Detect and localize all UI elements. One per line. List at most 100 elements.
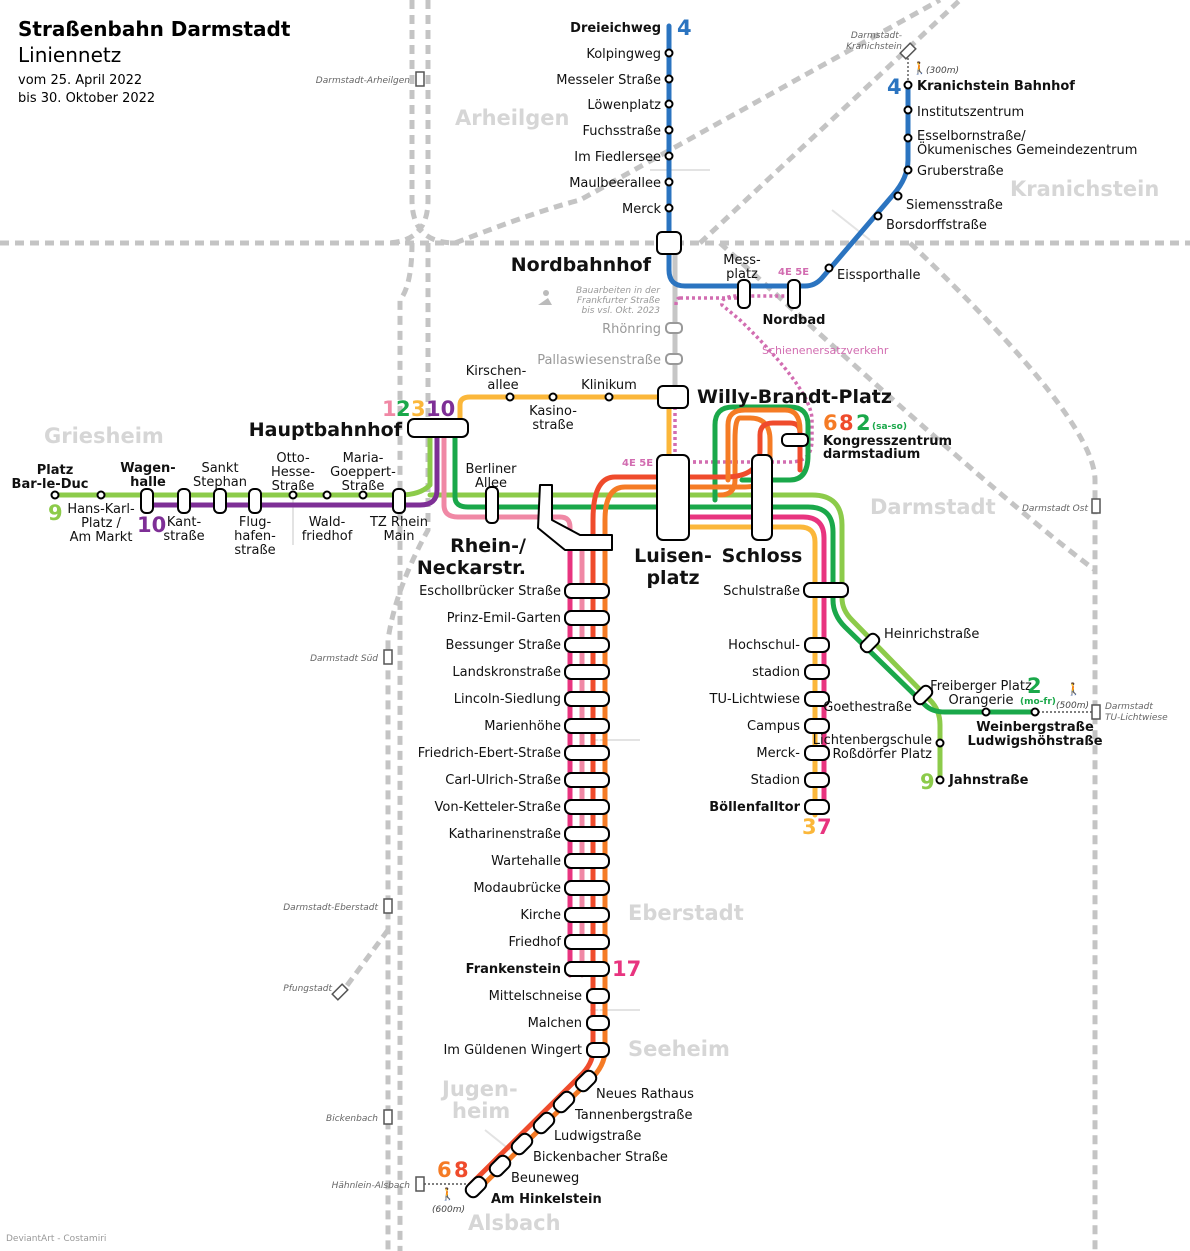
stop-label: Fuchsstraße xyxy=(582,124,661,139)
sa-so-note: (sa-so) xyxy=(872,422,907,432)
stop-label: Bickenbacher Straße xyxy=(533,1150,668,1165)
rail-ost xyxy=(908,241,1098,1251)
stop-label: Berliner xyxy=(465,462,517,477)
rail-stations: Darmstadt xyxy=(1105,702,1153,712)
stop-label: Neues Rathaus xyxy=(596,1087,694,1102)
stop-label: Am Markt xyxy=(70,530,133,545)
stop-label: Eissporthalle xyxy=(837,268,920,283)
stop-label: Wagen- xyxy=(120,461,175,476)
valid-to: bis 30. Oktober 2022 xyxy=(18,91,156,106)
stop-label: Schloss xyxy=(722,545,803,567)
district-jugenheim-2: heim xyxy=(452,1099,510,1123)
line-badges: 2 xyxy=(856,411,871,435)
stop-label: Rhein-/ xyxy=(450,535,526,557)
map-header: Straßenbahn Darmstadt Liniennetz vom 25.… xyxy=(18,16,290,108)
rail-stations: Darmstadt- xyxy=(851,31,902,41)
rail-arheilgen-east xyxy=(384,0,431,246)
line-badges: 6 xyxy=(823,411,838,435)
map-subtitle: Liniennetz xyxy=(18,43,122,67)
line-badges: 7 xyxy=(817,815,832,839)
stop-label: Dreieichweg xyxy=(570,21,661,36)
stop-label: Otto- xyxy=(276,451,310,466)
stop-label: Luisen- xyxy=(634,545,712,567)
stop-label: Goethestraße xyxy=(823,700,912,715)
line-badges: 17 xyxy=(612,957,641,981)
stop-label: Böllenfalltor xyxy=(709,800,800,815)
stop-label: Flug- xyxy=(239,515,272,530)
line-badges: 2 xyxy=(396,397,411,421)
stop-label: hafen- xyxy=(234,529,276,544)
line-2 xyxy=(452,427,1038,715)
line-6-loop xyxy=(725,407,803,483)
stop-label: Von-Ketteler-Straße xyxy=(435,800,562,815)
notes: bis vsl. Okt. 2023 xyxy=(582,306,661,316)
stop-label: Lincoln-Siedlung xyxy=(454,692,561,707)
stop-label: Tannenbergstraße xyxy=(574,1108,692,1123)
stop-label: Maria- xyxy=(343,451,384,466)
line-badges: 1 xyxy=(382,397,397,421)
stop-label: Schulstraße xyxy=(723,584,800,599)
stop-label: Ludwigshöhstraße xyxy=(967,734,1102,749)
district-alsbach: Alsbach xyxy=(468,1211,561,1235)
stop-label: Löwenplatz xyxy=(587,98,661,113)
rail-pfungstadt xyxy=(337,928,391,997)
stop-label: TU-Lichtwiese xyxy=(709,692,801,707)
line-badges: 8 xyxy=(454,1158,469,1182)
stop-label: Maulbeerallee xyxy=(569,176,661,191)
stop-label: Straße xyxy=(272,479,315,494)
district-arheilgen: Arheilgen xyxy=(455,106,569,130)
line-badges: 9 xyxy=(920,770,935,794)
walking-labels: (300m) (500m) (600m) xyxy=(432,66,1089,1215)
stop-label: Sankt xyxy=(201,461,238,476)
line-4 xyxy=(666,23,911,289)
stop-label: Friedhof xyxy=(508,935,561,950)
walk-labels: (300m) xyxy=(926,66,959,76)
rail-stations: Darmstadt-Arheilgen xyxy=(316,76,410,86)
stop-label: Jahnstraße xyxy=(948,773,1029,788)
credit: DeviantArt - Costamiri xyxy=(6,1234,107,1244)
stop-label: Weinbergstraße xyxy=(976,720,1094,735)
stop-label: Prinz-Emil-Garten xyxy=(447,611,561,626)
stop-label: friedhof xyxy=(302,529,353,544)
district-kranichstein: Kranichstein xyxy=(1010,177,1159,201)
stop-label: Am Hinkelstein xyxy=(491,1192,602,1207)
stop-label: Marienhöhe xyxy=(484,719,561,734)
stop-label: Pallaswiesenstraße xyxy=(537,353,661,368)
district-eberstadt: Eberstadt xyxy=(628,901,744,925)
stop-label: Campus xyxy=(747,719,800,734)
stop-label: Ludwigstraße xyxy=(554,1129,641,1144)
stop-label: Hesse- xyxy=(271,465,315,480)
walk-icon: 🚶 xyxy=(1066,682,1081,696)
stop-label: Mess- xyxy=(723,253,761,268)
walk-icons: 🚶 🚶 🚶 xyxy=(440,61,1081,1201)
tram-lines xyxy=(52,23,1038,1191)
stop-label: Esselbornstraße/ xyxy=(917,129,1026,144)
stop-label: Hochschul- xyxy=(728,638,800,653)
stop-label: Kant- xyxy=(167,515,202,530)
rail-south-main xyxy=(397,242,415,1251)
line-badges: 6 xyxy=(437,1158,452,1182)
stop-label: Kirschen- xyxy=(466,364,527,379)
rail-arheilgen-west xyxy=(409,0,456,246)
district-labels: Arheilgen Kranichstein Griesheim Darmsta… xyxy=(44,106,1159,1235)
walk-icon: 🚶 xyxy=(440,1187,455,1201)
stop-label: Kongresszentrum xyxy=(823,434,952,449)
stop-label: Borsdorffstraße xyxy=(886,218,987,233)
stop-label: Freiberger Platz xyxy=(930,679,1032,694)
stop-label: Messeler Straße xyxy=(556,73,661,88)
line-badges: 2 xyxy=(1027,674,1042,698)
stop-label: Kasino- xyxy=(529,404,577,419)
stop-label: Merck xyxy=(622,202,661,217)
stop-label: Rhönring xyxy=(602,322,661,337)
walking-links xyxy=(424,58,1092,1185)
rail-south-bergstrasse xyxy=(385,243,431,1251)
stop-label: Orangerie xyxy=(949,693,1014,708)
rail-station-labels: Darmstadt-Arheilgen Darmstadt- Kranichst… xyxy=(283,31,1168,1191)
stop-labels: Dreieichweg Kolpingweg Messeler Straße L… xyxy=(12,21,1138,1207)
stop-label: Mittelschneise xyxy=(489,989,582,1004)
stop-label: Eschollbrücker Straße xyxy=(419,584,561,599)
stop-label: Bessunger Straße xyxy=(445,638,561,653)
stop-label: Wald- xyxy=(309,515,346,530)
mo-fr-note: (mo-fr) xyxy=(1020,697,1056,707)
